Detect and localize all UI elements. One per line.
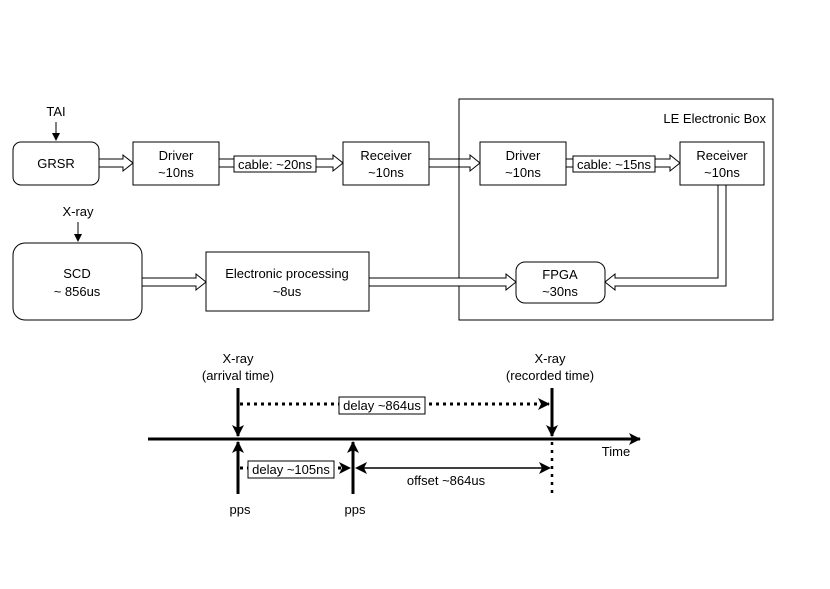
- receiver-box-2: Receiver ~10ns: [679, 141, 765, 186]
- xray-recorded-line1: X-ray: [534, 351, 566, 366]
- receiver-to-lebox-arrow: [428, 153, 481, 173]
- timeline: X-ray (arrival time) X-ray (recorded tim…: [148, 351, 641, 517]
- pps-2-label: pps: [345, 502, 366, 517]
- grsr-to-driver-arrow: [98, 153, 134, 173]
- scd-to-processing-arrow: [141, 272, 207, 292]
- fpga-delay: ~30ns: [542, 284, 578, 299]
- delay-pps-label-box: delay ~105ns: [247, 460, 335, 479]
- cable-1-label-box: cable: ~20ns: [233, 155, 317, 173]
- scd-box: SCD ~ 856us: [12, 242, 143, 321]
- scd-name: SCD: [63, 266, 90, 281]
- processing-delay: ~8us: [273, 284, 302, 299]
- processing-name: Electronic processing: [225, 266, 349, 281]
- driver-2-delay: ~10ns: [505, 165, 541, 180]
- xray-arrival-line1: X-ray: [222, 351, 254, 366]
- xray-recorded-line2: (recorded time): [506, 368, 594, 383]
- driver-1-delay: ~10ns: [158, 165, 194, 180]
- driver-1-name: Driver: [159, 148, 194, 163]
- le-box-title: LE Electronic Box: [663, 111, 766, 126]
- offset-label: offset ~864us: [407, 473, 486, 488]
- time-axis-label: Time: [602, 444, 630, 459]
- delay-total-label-box: delay ~864us: [338, 396, 426, 415]
- driver-box-2: Driver ~10ns: [479, 141, 567, 186]
- pps-1-label: pps: [230, 502, 251, 517]
- delay-pps-label: delay ~105ns: [252, 462, 330, 477]
- xray-label-top: X-ray: [62, 204, 94, 219]
- grsr-label: GRSR: [37, 156, 75, 171]
- scd-delay: ~ 856us: [54, 284, 101, 299]
- processing-to-fpga-arrow: [368, 272, 517, 292]
- receiver-1-name: Receiver: [360, 148, 412, 163]
- driver-2-name: Driver: [506, 148, 541, 163]
- le-electronic-box: LE Electronic Box: [458, 98, 774, 321]
- offset-arrowhead-right: [539, 462, 551, 474]
- offset-arrowhead-left: [355, 462, 367, 474]
- receiver-box-1: Receiver ~10ns: [342, 141, 430, 186]
- cable-1-label: cable: ~20ns: [238, 157, 313, 172]
- cable-2-label-box: cable: ~15ns: [572, 155, 656, 173]
- receiver-2-delay: ~10ns: [704, 165, 740, 180]
- receiver-2-name: Receiver: [696, 148, 748, 163]
- receiver-1-delay: ~10ns: [368, 165, 404, 180]
- tai-label: TAI: [46, 104, 65, 119]
- fpga-name: FPGA: [542, 267, 578, 282]
- grsr-box: GRSR: [12, 141, 100, 186]
- fpga-box: FPGA ~30ns: [515, 261, 606, 304]
- delay-total-label: delay ~864us: [343, 398, 421, 413]
- receiver2-to-fpga-arrow: [604, 184, 727, 292]
- processing-box: Electronic processing ~8us: [205, 251, 370, 312]
- driver-box-1: Driver ~10ns: [132, 141, 220, 186]
- cable-2-label: cable: ~15ns: [577, 157, 652, 172]
- xray-arrival-line2: (arrival time): [202, 368, 274, 383]
